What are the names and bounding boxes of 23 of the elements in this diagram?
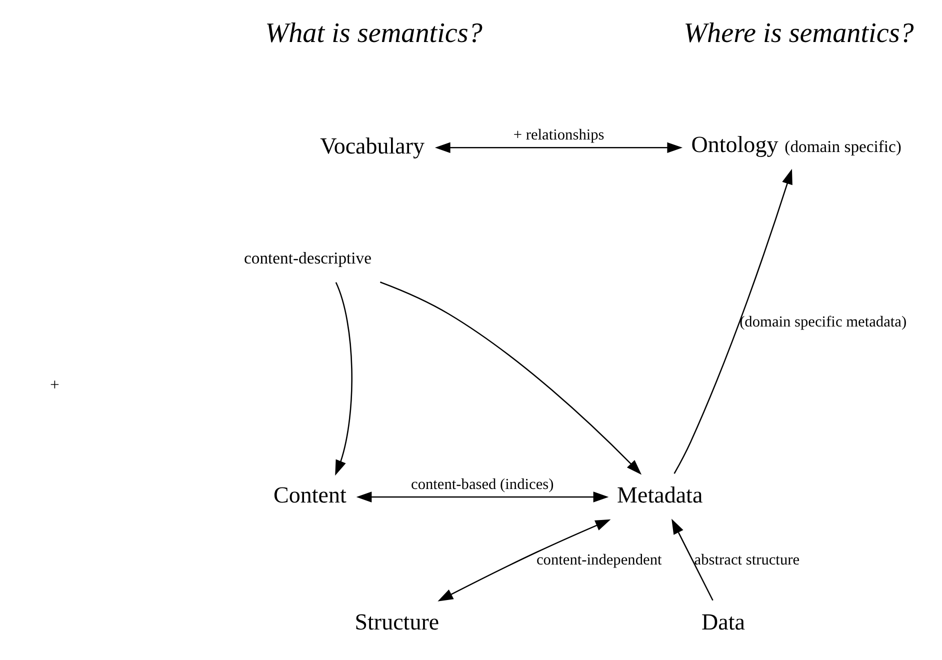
edge-label: content-based (indices) <box>410 476 554 493</box>
node-text: content-descriptive <box>244 248 371 268</box>
arrow <box>671 518 713 601</box>
edge-label: content-independent <box>536 551 662 568</box>
arrow <box>379 282 642 475</box>
arrow <box>434 142 682 154</box>
label: Where is semantics? <box>683 18 914 50</box>
node-label: (domain specific) <box>784 137 901 156</box>
label: What is semantics? <box>264 18 482 50</box>
arrow <box>356 492 608 502</box>
edge-label: (domain specific metadata) <box>739 313 906 330</box>
label: + <box>49 375 59 394</box>
node-text: Data <box>701 608 744 634</box>
node-text: Structure <box>354 608 439 634</box>
edge-label: abstract structure <box>694 551 800 568</box>
arrow <box>437 519 610 602</box>
node-text: Metadata <box>616 482 702 508</box>
edge-label: + relationships <box>512 126 604 144</box>
arrow <box>334 282 352 476</box>
node-text: Content <box>272 482 346 508</box>
arrow <box>673 168 792 474</box>
node-text: Ontology <box>690 131 778 158</box>
node-text: Vocabulary <box>320 132 424 158</box>
